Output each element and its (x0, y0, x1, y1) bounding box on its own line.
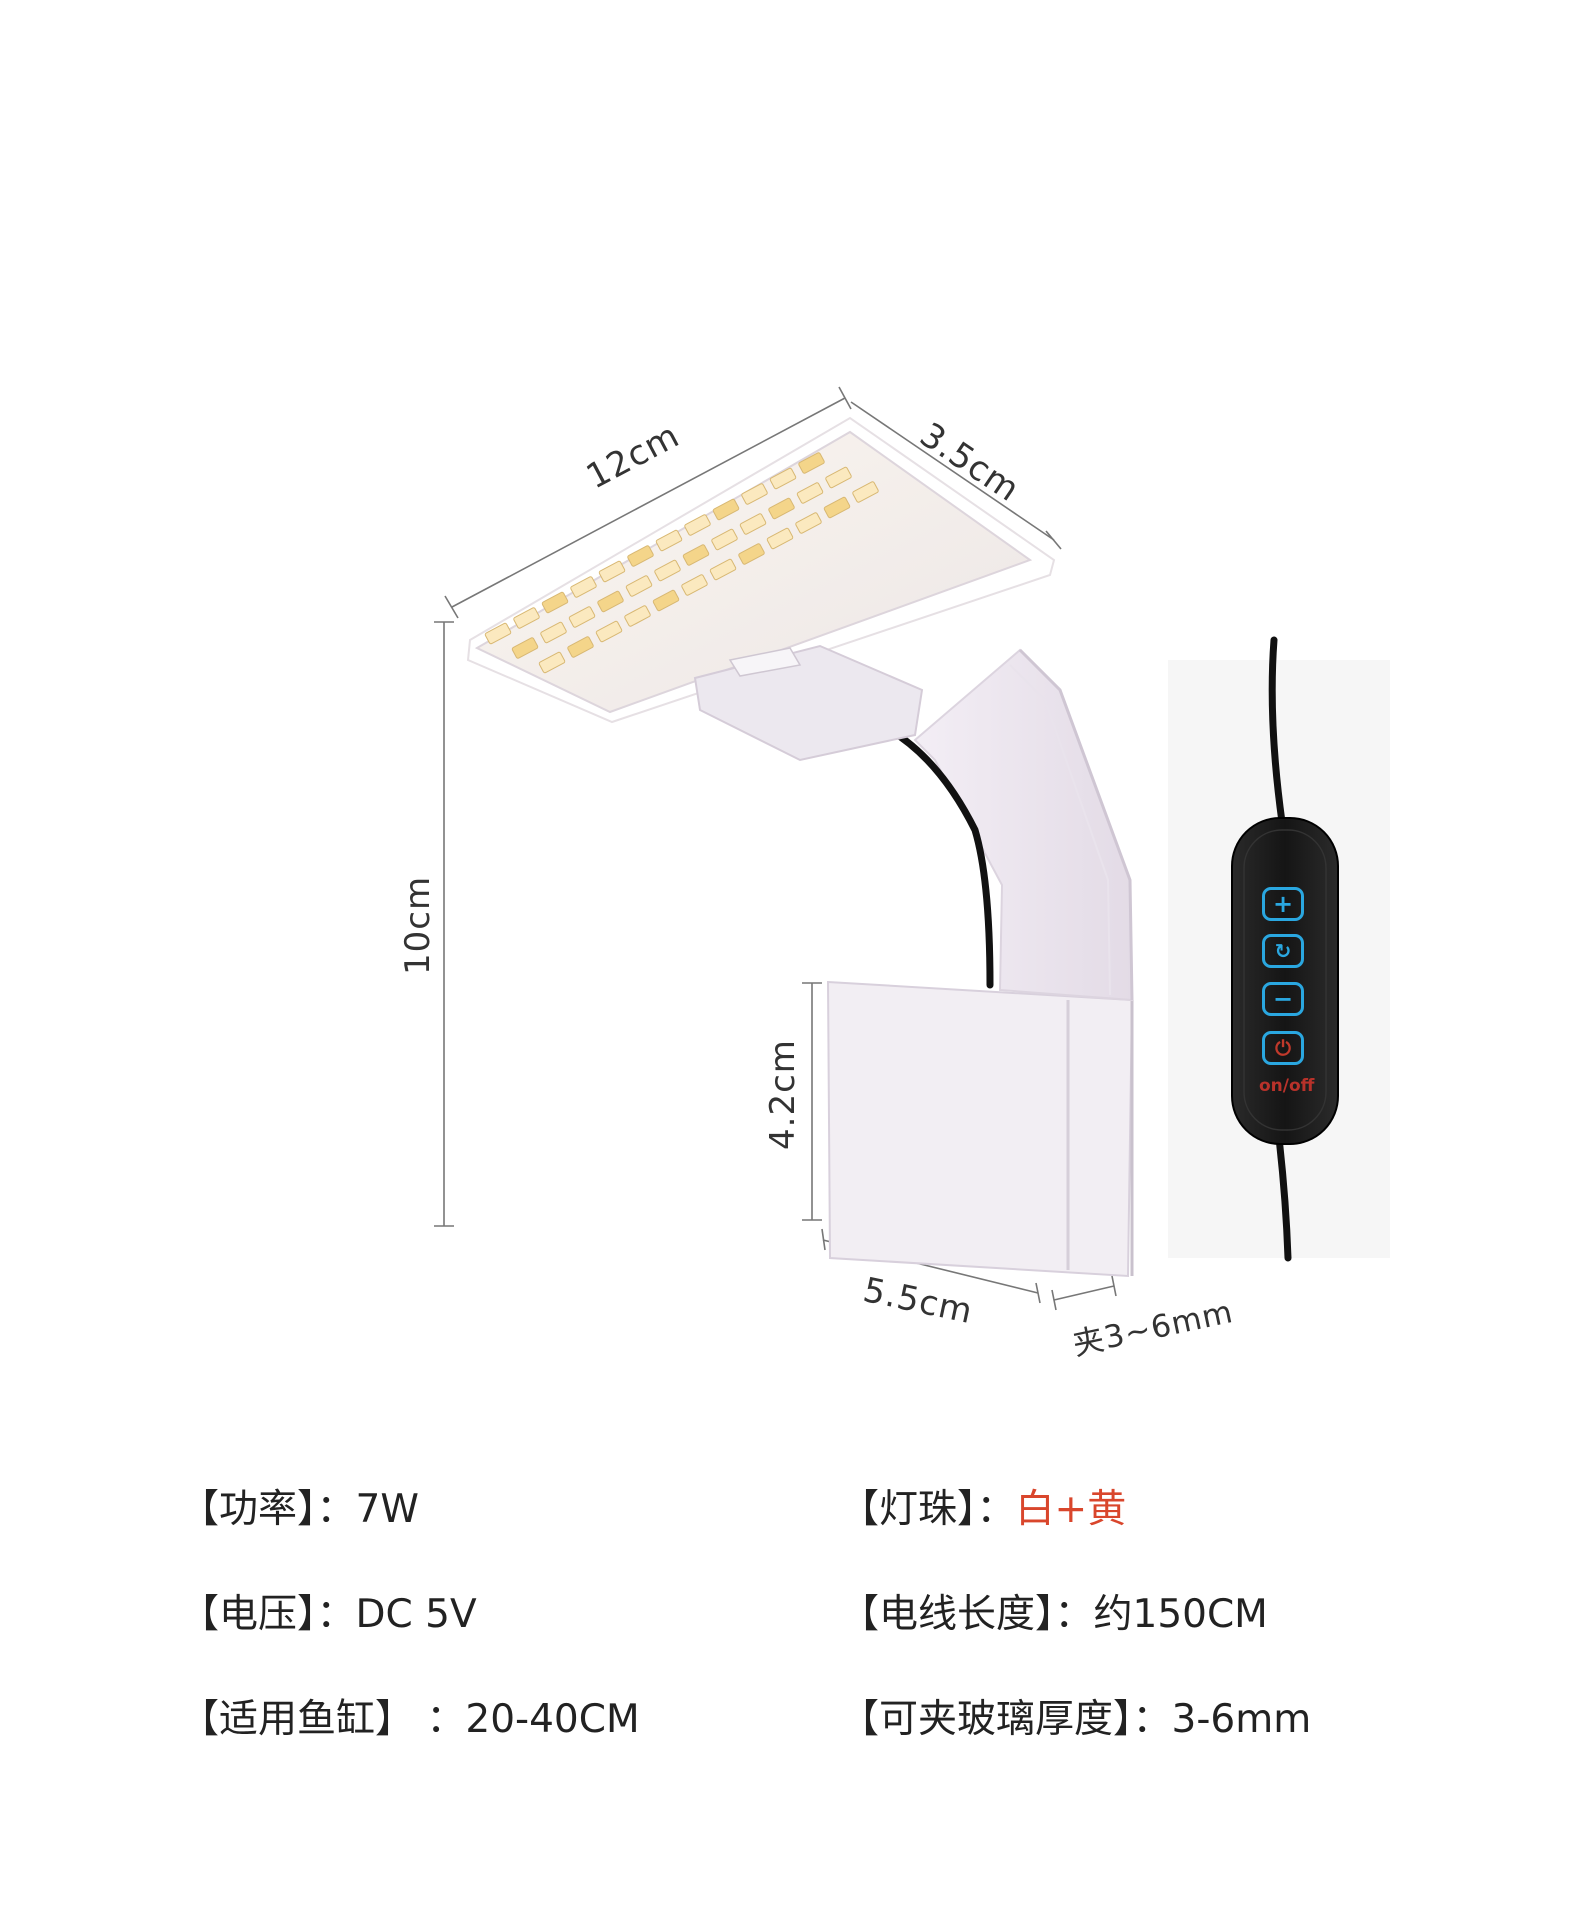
led-panel (466, 416, 1056, 762)
led-bead (511, 637, 539, 659)
spec-tank-value: 20-40CM (465, 1697, 640, 1742)
led-beads (484, 452, 879, 674)
power-icon: ⏻ (1275, 1036, 1291, 1060)
led-bead (738, 543, 765, 565)
led-bead (595, 620, 623, 643)
led-bead (823, 496, 851, 519)
led-bead (627, 545, 654, 567)
controller-panel (1168, 636, 1390, 1262)
tank-clip (826, 980, 1134, 1278)
spec-tank: 【适用鱼缸】 ：20-40CM (180, 1688, 640, 1744)
spec-power-value: 7W (355, 1487, 419, 1532)
led-bead (711, 528, 738, 551)
minus-button[interactable]: − (1262, 982, 1304, 1016)
spec-tank-label: 【适用鱼缸】 ： (180, 1697, 466, 1742)
led-bead (795, 512, 822, 534)
led-bead (709, 558, 737, 581)
spec-glass-label: 【可夹玻璃厚度】： (840, 1697, 1172, 1742)
led-bead (568, 606, 596, 628)
power-label: on/off (1259, 1076, 1315, 1096)
spec-cable-value: 约150CM (1093, 1592, 1268, 1637)
led-bead (541, 591, 569, 614)
cycle-button[interactable]: ↻ (1262, 934, 1304, 968)
led-bead (741, 483, 768, 505)
led-bead (682, 544, 710, 566)
spec-glass-value: 3-6mm (1171, 1697, 1312, 1742)
spec-voltage: 【电压】：DC 5V (180, 1583, 477, 1639)
dim-clip-height: 4.2cm (763, 1039, 803, 1150)
lamp-arm (886, 648, 1134, 1002)
power-button[interactable]: ⏻ (1262, 1031, 1304, 1065)
spec-beads-label: 【灯珠】： (840, 1487, 1016, 1532)
led-bead (598, 560, 626, 583)
spec-cable: 【电线长度】：约150CM (840, 1583, 1268, 1639)
spec-voltage-label: 【电压】： (180, 1592, 356, 1637)
led-bead (712, 498, 740, 521)
spec-glass: 【可夹玻璃厚度】：3-6mm (840, 1688, 1311, 1744)
led-bead (654, 559, 681, 582)
led-bead (681, 574, 708, 596)
led-bead (769, 467, 797, 490)
led-bead (540, 621, 567, 644)
led-bead (538, 651, 566, 674)
led-bead (652, 589, 680, 612)
led-bead (513, 607, 540, 629)
led-bead (625, 575, 653, 597)
minus-icon: − (1272, 985, 1294, 1013)
plus-icon: + (1272, 890, 1294, 918)
led-bead (684, 514, 711, 536)
led-bead (597, 590, 624, 613)
led-bead (739, 513, 767, 535)
spec-voltage-value: DC 5V (355, 1592, 477, 1637)
led-bead (796, 482, 824, 504)
led-bead (624, 605, 651, 627)
led-bead (825, 466, 852, 489)
led-bead (798, 452, 825, 474)
dim-total-height: 10cm (398, 875, 438, 975)
led-bead (484, 622, 512, 645)
spec-beads-value: 白+黄 (1015, 1487, 1127, 1532)
spec-beads: 【灯珠】：白+黄 (840, 1478, 1126, 1534)
plus-button[interactable]: + (1262, 887, 1304, 921)
led-bead (768, 497, 795, 520)
led-bead (655, 529, 683, 552)
led-bead (852, 481, 879, 503)
spec-cable-label: 【电线长度】： (840, 1592, 1094, 1637)
cycle-icon: ↻ (1274, 939, 1292, 963)
led-bead (570, 576, 597, 598)
spec-power: 【功率】：7W (180, 1478, 419, 1534)
led-bead (766, 527, 794, 550)
led-bead (567, 636, 594, 658)
spec-power-label: 【功率】： (180, 1487, 356, 1532)
